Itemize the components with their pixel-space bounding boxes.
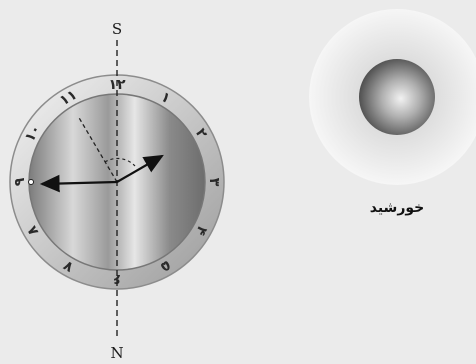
sun	[309, 9, 476, 185]
sun-label: خورشید	[370, 200, 425, 216]
axis-label-bottom: N	[110, 344, 123, 362]
sun-core	[359, 59, 435, 135]
hour-numeral-3: ۳	[206, 178, 222, 187]
axis-label-top: S	[112, 20, 122, 38]
hour-dot-marker	[29, 180, 34, 185]
hour-numeral-9: ۹	[12, 177, 28, 186]
